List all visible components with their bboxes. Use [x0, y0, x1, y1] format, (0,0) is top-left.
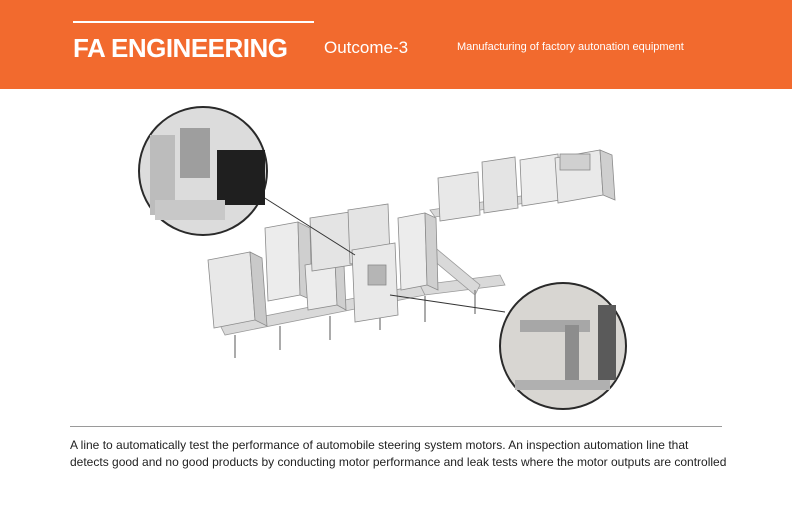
- test-stations: [309, 203, 399, 323]
- detail-callout-right: [499, 282, 627, 410]
- left-station: [207, 251, 268, 329]
- outcome-label: Outcome-3: [324, 38, 409, 57]
- control-cabinets: [264, 212, 439, 311]
- header-banner: FA ENGINEERING Outcome-3 Manufacturing o…: [0, 0, 792, 89]
- right-stations: [437, 149, 616, 222]
- page-subtitle: Manufacturing of factory autonation equi…: [457, 41, 684, 53]
- section-divider: [70, 426, 722, 427]
- callout-lines: [259, 194, 506, 313]
- header-rule: [73, 21, 314, 23]
- description-text: A line to automatically test the perform…: [70, 438, 727, 469]
- page-title: FA ENGINEERING: [73, 33, 288, 63]
- automation-line-illustration: [138, 106, 627, 410]
- detail-callout-left: [138, 106, 268, 236]
